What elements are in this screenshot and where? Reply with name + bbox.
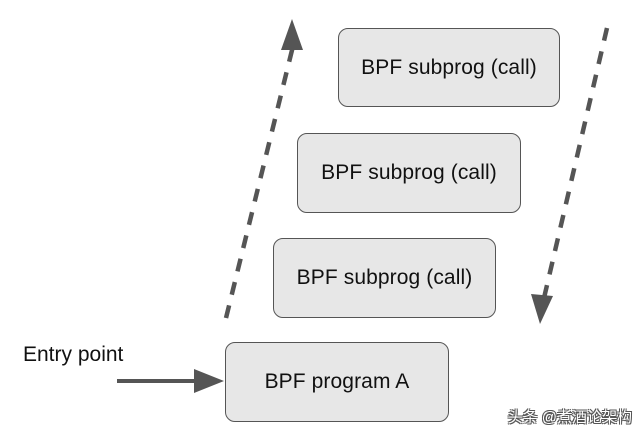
watermark-text: 头条 @煮酒论架构 — [507, 409, 632, 426]
downward-arrow-head — [531, 294, 553, 324]
upward-arrow-head — [281, 19, 303, 50]
subprog-box-top: BPF subprog (call) — [338, 28, 560, 107]
subprog-box-middle-label: BPF subprog (call) — [321, 161, 497, 184]
program-a-box: BPF program A — [225, 342, 449, 422]
entry-arrow-head — [194, 369, 224, 393]
subprog-box-middle: BPF subprog (call) — [297, 133, 521, 213]
entry-point-label: Entry point — [23, 343, 124, 366]
program-a-label: BPF program A — [264, 370, 410, 393]
subprog-box-bottom-label: BPF subprog (call) — [296, 266, 473, 289]
subprog-box-bottom: BPF subprog (call) — [273, 238, 496, 318]
subprog-box-top-label: BPF subprog (call) — [361, 55, 537, 79]
